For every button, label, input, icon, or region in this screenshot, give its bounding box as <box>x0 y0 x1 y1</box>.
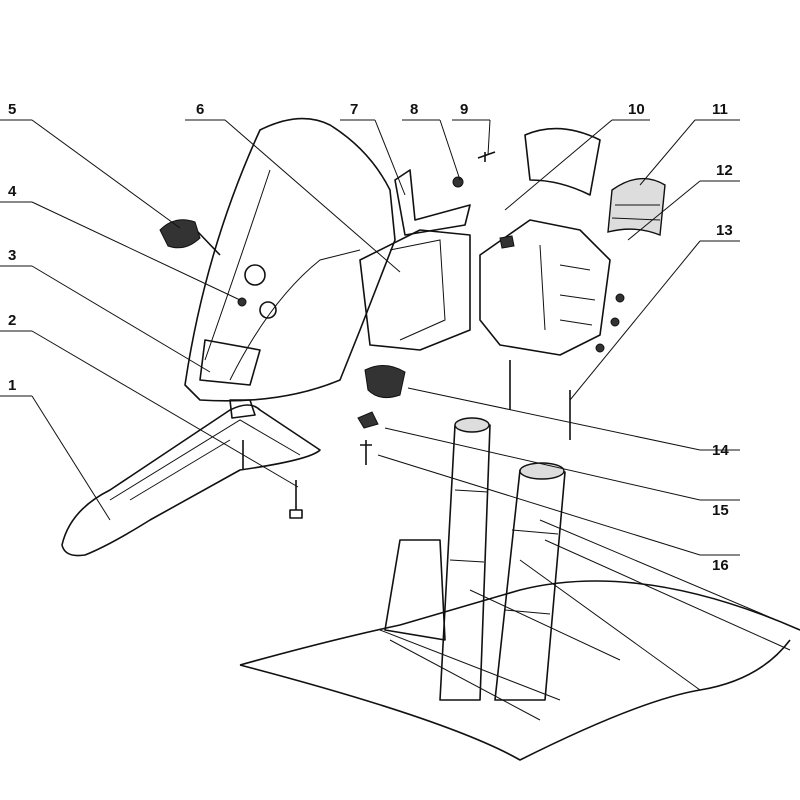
callout-number: 10 <box>628 101 645 118</box>
callout-2: 2 <box>0 312 299 488</box>
callout-8: 8 <box>402 101 461 181</box>
callout-number: 1 <box>8 377 16 394</box>
callout-number: 13 <box>716 222 733 239</box>
bracket <box>394 169 471 236</box>
callout-15: 15 <box>384 427 740 519</box>
windscreen-and-cowl <box>184 117 471 402</box>
callout-number: 5 <box>8 101 16 118</box>
callout-10: 10 <box>504 101 650 211</box>
callout-number: 9 <box>460 101 468 118</box>
callout-5: 5 <box>0 101 181 229</box>
leader-line <box>407 387 701 451</box>
callout-number: 12 <box>716 162 733 179</box>
front-fork-tubes <box>384 417 566 701</box>
callout-14: 14 <box>407 387 740 459</box>
leader-line <box>639 119 696 186</box>
leader-line <box>31 395 111 521</box>
turn-signals <box>159 219 406 399</box>
callout-number: 7 <box>350 101 358 118</box>
clamps <box>524 127 666 236</box>
callout-number: 11 <box>712 101 728 118</box>
callout-number: 15 <box>712 502 729 519</box>
callout-7: 7 <box>340 101 406 196</box>
leader-line <box>31 330 299 488</box>
leader-line <box>31 119 181 229</box>
callout-6: 6 <box>185 101 401 273</box>
callout-3: 3 <box>0 247 211 373</box>
callout-1: 1 <box>0 377 111 521</box>
leader-line <box>31 201 241 301</box>
frame-body <box>239 519 800 761</box>
callout-13: 13 <box>569 222 740 401</box>
leader-line <box>31 265 211 373</box>
callout-4: 4 <box>0 183 241 301</box>
leader-line <box>374 119 406 196</box>
leader-line <box>569 240 701 401</box>
callout-12: 12 <box>627 162 740 241</box>
callout-number: 4 <box>8 183 17 200</box>
callout-11: 11 <box>639 101 740 186</box>
callout-number: 8 <box>410 101 418 118</box>
callout-number: 3 <box>8 247 16 264</box>
callout-number: 16 <box>712 557 729 574</box>
leader-line <box>377 454 701 556</box>
instrument-cluster <box>479 219 611 356</box>
leader-line <box>384 427 701 501</box>
callout-number: 2 <box>8 312 16 329</box>
leader-line <box>627 180 701 241</box>
callout-9: 9 <box>452 101 491 156</box>
bolts <box>242 151 625 519</box>
leader-line <box>439 119 461 181</box>
callout-number: 6 <box>196 101 204 118</box>
callout-16: 16 <box>377 454 740 574</box>
leader-line <box>224 119 401 273</box>
leader-line <box>504 119 613 211</box>
leader-line <box>487 119 491 156</box>
